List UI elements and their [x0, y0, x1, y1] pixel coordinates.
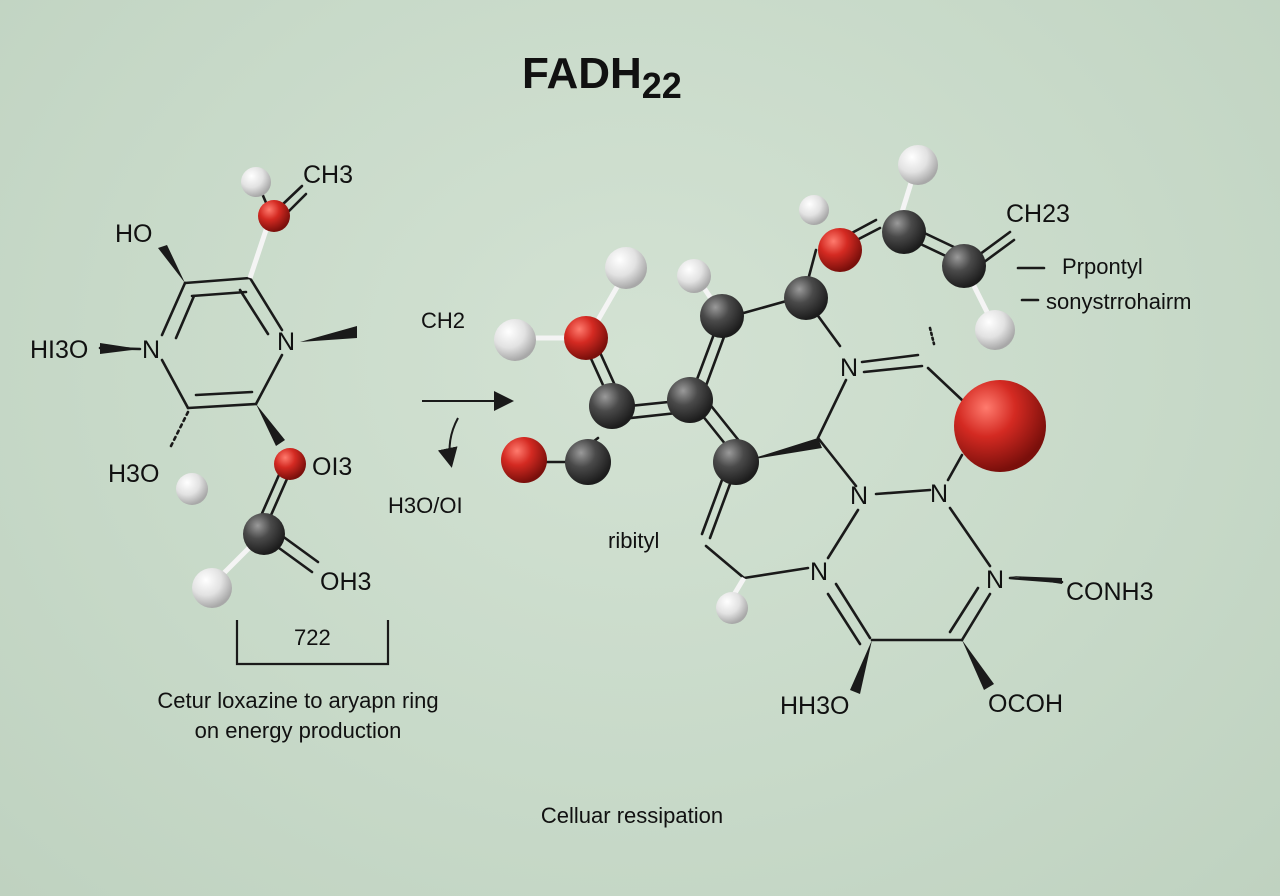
label-hi3o: HI3O — [30, 336, 88, 364]
label-h3o-oi: H3O/OI — [388, 493, 463, 518]
label-oi3: OI3 — [312, 453, 352, 481]
curved-arrow — [437, 417, 459, 468]
carbon-atom — [713, 439, 759, 485]
label-n-left: N — [142, 336, 160, 364]
hydrogen-atom — [494, 319, 536, 361]
label-n-top: N — [840, 354, 858, 382]
label-ch23: CH23 — [1006, 200, 1070, 228]
carbon-atom — [784, 276, 828, 320]
label-conh3: CONH3 — [1066, 578, 1154, 606]
bracket — [235, 620, 390, 666]
carbon-atom — [882, 210, 926, 254]
hydrogen-atom — [176, 473, 208, 505]
carbon-atom — [667, 377, 713, 423]
carbon-atom — [565, 439, 611, 485]
bracket-label: 722 — [294, 625, 331, 650]
hydrogen-atom — [716, 592, 748, 624]
oxygen-atom — [501, 437, 547, 483]
label-n-mid-right: N — [930, 480, 948, 508]
label-ocoh: OCOH — [988, 690, 1063, 718]
label-n-low-right: N — [986, 566, 1004, 594]
oxygen-atom — [564, 316, 608, 360]
label-ho: HO — [115, 220, 153, 248]
caption-line-2: on energy production — [195, 718, 402, 743]
title-main: FADH — [522, 49, 642, 98]
carbon-atom — [700, 294, 744, 338]
oxygen-atom — [258, 200, 290, 232]
hydrogen-atom — [605, 247, 647, 289]
label-ribityl: ribityl — [608, 528, 659, 553]
label-ch3: CH3 — [303, 161, 353, 189]
hydrogen-atom — [898, 145, 938, 185]
label-n-mid-left: N — [850, 482, 868, 510]
hydrogen-atom — [975, 310, 1015, 350]
reaction-middle: CH2 H3O/OI — [388, 308, 514, 518]
carbon-atom — [942, 244, 986, 288]
label-prpontyl: Prpontyl — [1062, 254, 1143, 279]
oxygen-atom-large — [954, 380, 1046, 472]
label-h3o: H3O — [108, 460, 159, 488]
caption-line-1: Cetur loxazine to aryapn ring — [157, 688, 438, 713]
hydrogen-atom — [241, 167, 271, 197]
hydrogen-atom — [799, 195, 829, 225]
carbon-atom — [589, 383, 635, 429]
label-sonystrrohairm: sonystrrohairm — [1046, 289, 1191, 314]
title-subscript: 22 — [642, 65, 682, 106]
hydrogen-atom — [677, 259, 711, 293]
left-molecule: CH3 HO HI3O N N H3O OI3 OH3 722 Cetur lo… — [30, 161, 439, 743]
right-molecule: CH23 Prpontyl sonystrrohairm N N N N N r… — [494, 145, 1191, 720]
oxygen-atom — [818, 228, 862, 272]
hydrogen-atom — [192, 568, 232, 608]
label-n-right: N — [277, 328, 295, 356]
oxygen-atom — [274, 448, 306, 480]
carbon-atom — [243, 513, 285, 555]
footer-caption: Celluar ressipation — [541, 803, 723, 828]
page-title: FADH22 — [522, 49, 682, 106]
label-hh3o: HH3O — [780, 692, 849, 720]
label-ch2: CH2 — [421, 308, 465, 333]
label-n-low-left: N — [810, 558, 828, 586]
label-oh3: OH3 — [320, 568, 371, 596]
